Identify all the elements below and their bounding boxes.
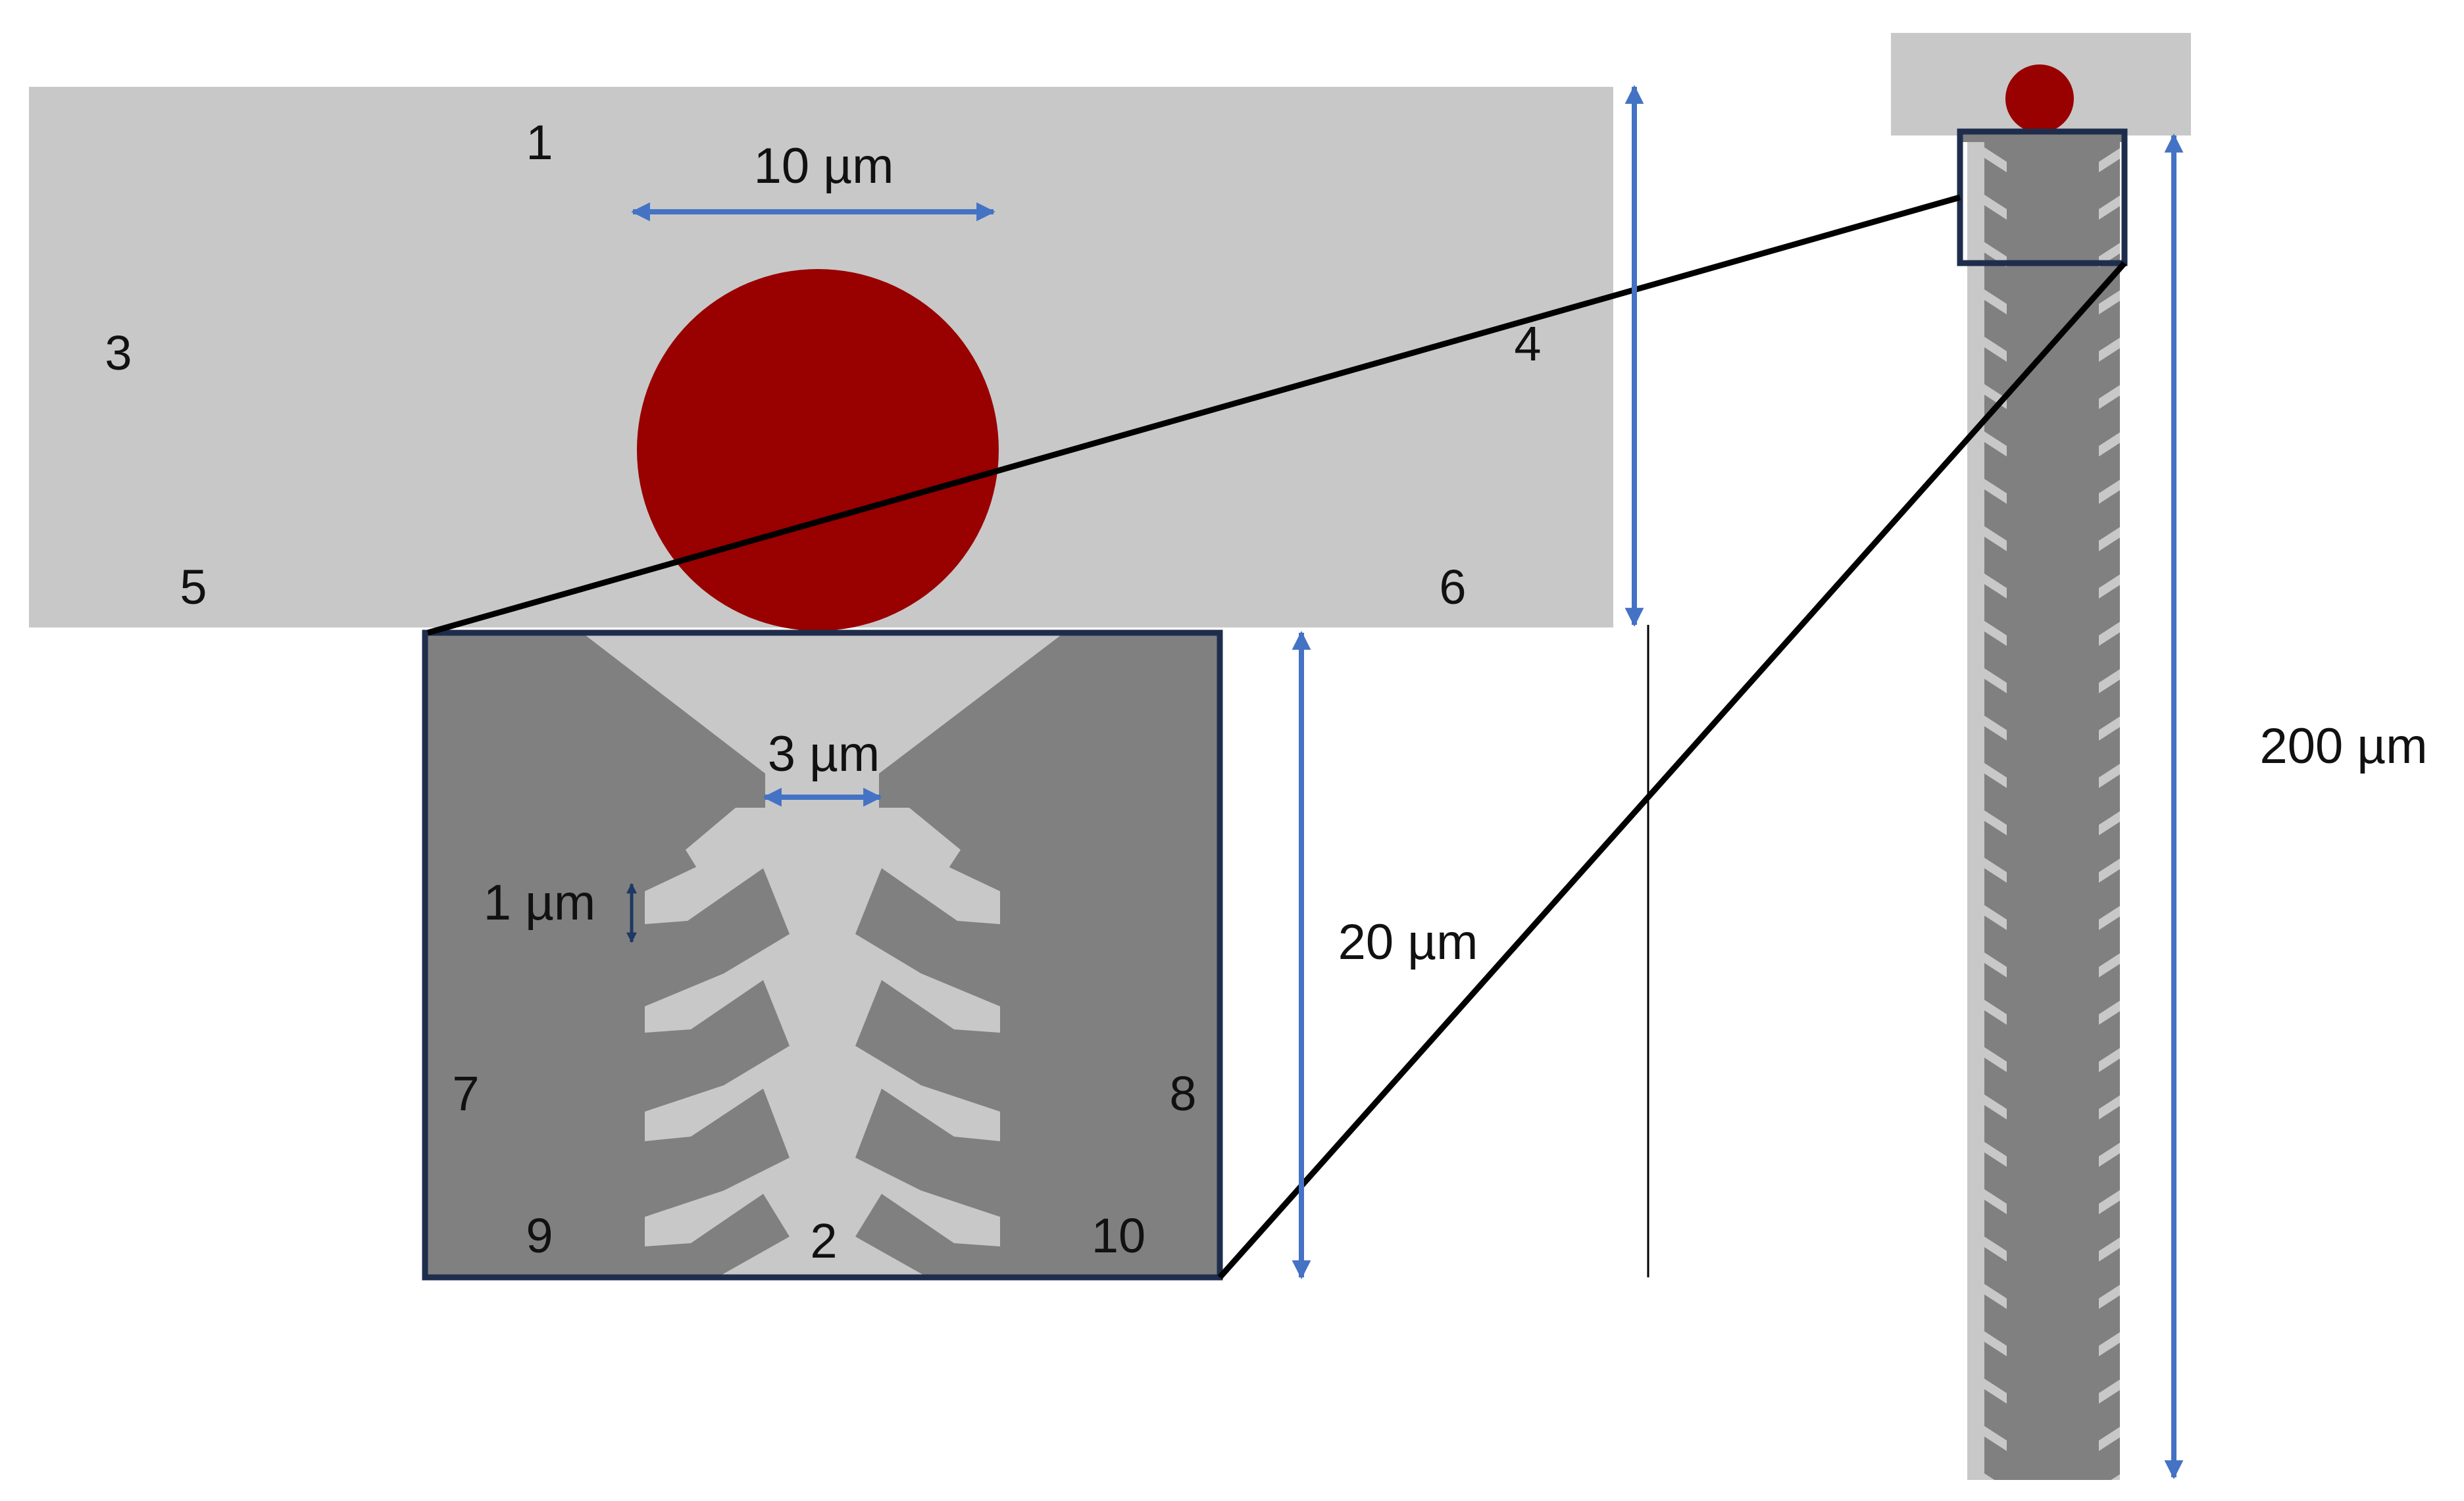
region-label-10: 10 [1092,1208,1145,1263]
wall-wedges [645,868,1000,1277]
left-fins [645,845,763,1246]
region-labels: 1 3 4 5 6 7 8 9 2 10 [105,115,1541,1268]
dimension-labels: 10 µm 3 µm 1 µm 20 µm 200 µm [484,138,2428,970]
region-label-2: 2 [810,1214,837,1268]
particle [637,269,999,631]
zoom-inset [422,629,1223,1281]
region-label-6: 6 [1439,560,1466,614]
left-wall [425,635,765,1276]
region-label-7: 7 [452,1066,479,1121]
zoom-connectors [426,194,2127,1279]
region-label-8: 8 [1169,1066,1196,1121]
full-channel [1891,33,2191,1480]
region-label-3: 3 [105,326,132,380]
dimension-arrows [626,85,2184,1479]
region-label-4: 4 [1514,316,1541,371]
fin-thickness-label: 1 µm [484,875,595,931]
right-fins [882,845,1000,1246]
inset-frame [422,629,1223,1281]
channel-length-label: 200 µm [2259,718,2427,774]
region-label-5: 5 [180,560,207,614]
right-wall [879,635,1220,1276]
section-height-label: 20 µm [1338,914,1478,970]
region-label-9: 9 [526,1208,553,1263]
particle-diameter-label: 10 µm [754,138,894,194]
gap-width-label: 3 µm [768,726,880,782]
region-label-1: 1 [526,115,553,170]
